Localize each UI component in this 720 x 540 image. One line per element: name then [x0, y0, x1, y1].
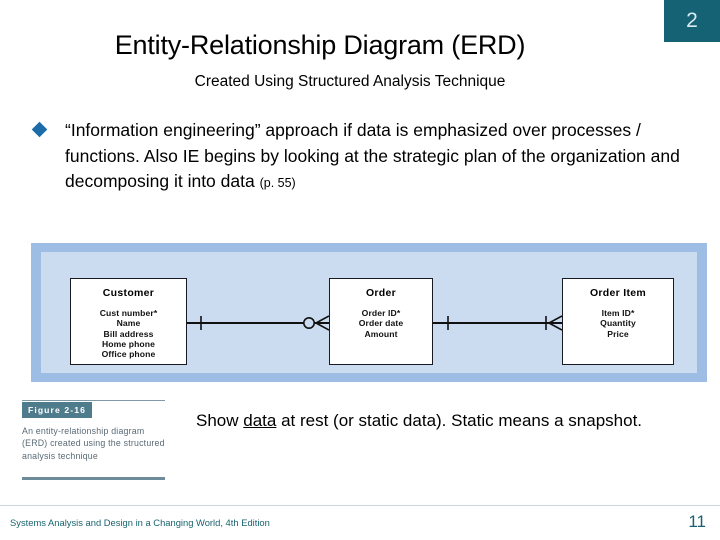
attribute: Price [607, 328, 629, 339]
entity-title: Order Item [589, 287, 647, 299]
entity-attributes: Order ID* Order date Amount [330, 308, 432, 339]
bullet-body: “Information engineering” approach if da… [65, 120, 680, 191]
entity-attributes: Item ID* Quantity Price [563, 308, 673, 339]
bullet-item: “Information engineering” approach if da… [31, 118, 694, 197]
relationship-order-orderitem [433, 315, 562, 331]
footer-page-number: 11 [688, 512, 706, 531]
relationship-customer-order [187, 315, 329, 331]
erd-diagram-panel: Customer Cust number* Name Bill address … [31, 243, 707, 382]
attribute: Name [116, 318, 141, 329]
entity-title: Order [365, 287, 397, 299]
figure-rule-bottom [22, 477, 165, 480]
crow-foot-icon [315, 315, 329, 331]
figure-caption-block: Figure 2-16 An entity-relationship diagr… [22, 400, 165, 480]
attribute: Quantity [600, 318, 636, 329]
entity-order-item: Order Item Item ID* Quantity Price [562, 278, 674, 365]
entity-title: Customer [102, 287, 155, 299]
crow-foot-icon [548, 315, 562, 331]
bullet-text: “Information engineering” approach if da… [65, 118, 694, 197]
diamond-bullet-icon [31, 121, 48, 138]
page-subtitle: Created Using Structured Analysis Techni… [194, 73, 506, 90]
footer-source: Systems Analysis and Design in a Changin… [10, 517, 270, 528]
attribute: Item ID* [601, 308, 635, 318]
figure-tag: Figure 2-16 [22, 402, 92, 418]
entity-order: Order Order ID* Order date Amount [329, 278, 433, 365]
attribute: Bill address [103, 328, 154, 339]
cardinality-zero-circle [303, 317, 316, 329]
footer-divider [0, 505, 720, 506]
entity-customer: Customer Cust number* Name Bill address … [70, 278, 187, 365]
slide-number-badge: 2 [664, 0, 720, 42]
erd-canvas: Customer Cust number* Name Bill address … [41, 252, 697, 373]
figure-caption-text: An entity-relationship diagram (ERD) cre… [22, 426, 165, 461]
note-lead: Show [196, 411, 244, 430]
note-text: Show data at rest (or static data). Stat… [196, 408, 706, 433]
figure-rule-top [22, 400, 165, 401]
page-title: Entity-Relationship Diagram (ERD) [114, 30, 526, 60]
note-underlined-word: data [243, 411, 277, 430]
bullet-page-ref: (p. 55) [259, 176, 296, 190]
note-rest: at rest (or static data). Static means a… [276, 411, 643, 430]
attribute: Cust number* [99, 308, 158, 318]
attribute: Order ID* [361, 308, 401, 318]
attribute: Home phone [101, 338, 156, 349]
entity-attributes: Cust number* Name Bill address Home phon… [71, 308, 186, 359]
attribute: Order date [358, 318, 404, 329]
attribute: Office phone [101, 349, 156, 360]
attribute: Amount [364, 328, 398, 339]
